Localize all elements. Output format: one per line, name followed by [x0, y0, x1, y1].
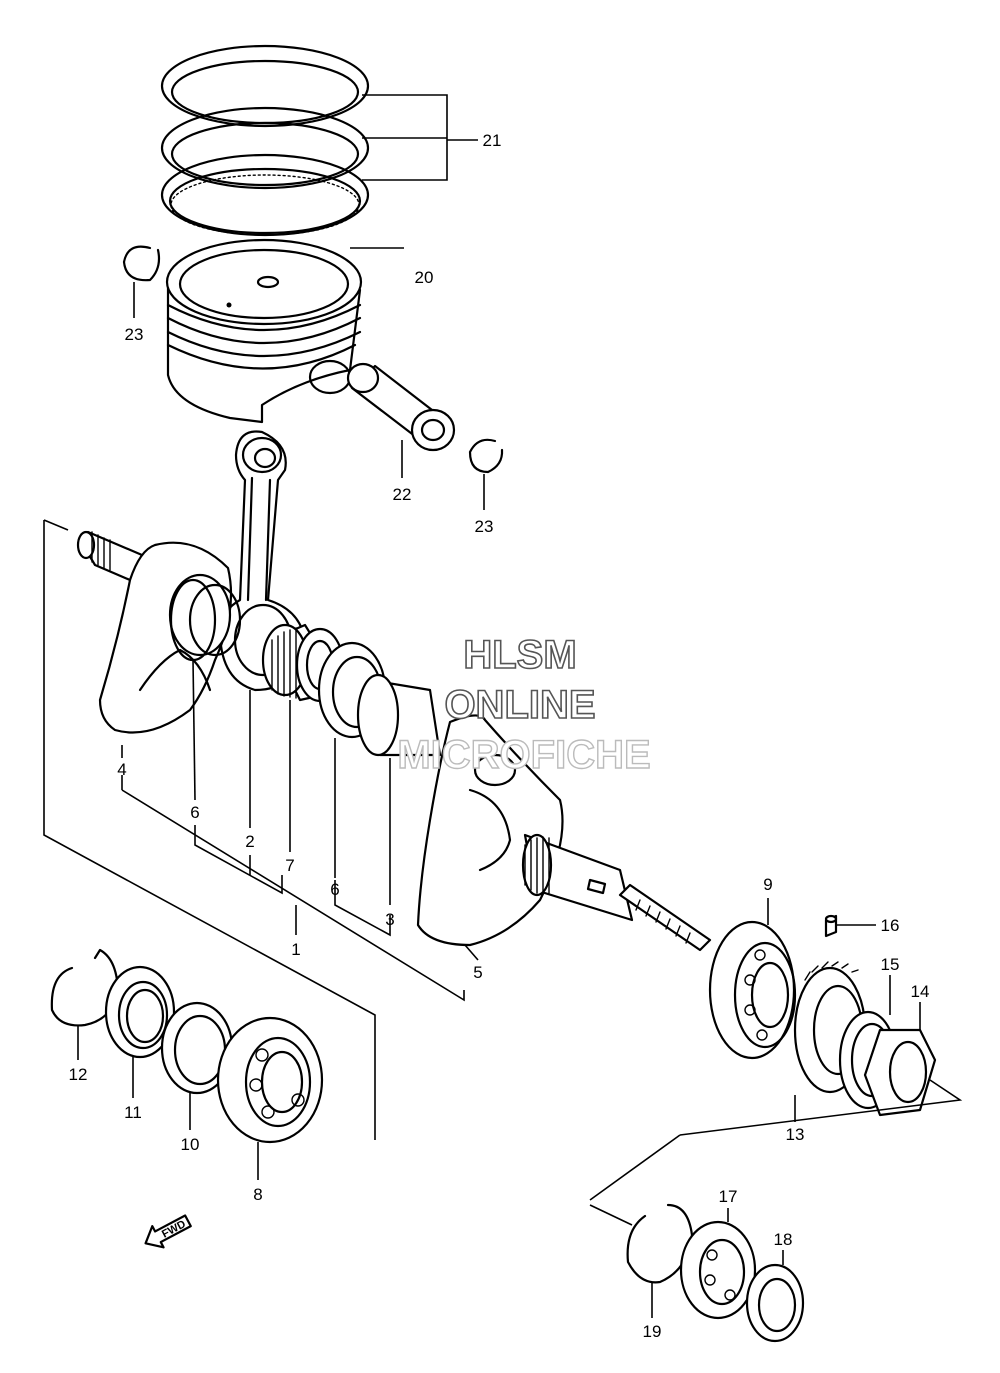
- main-bearing-right: [708, 920, 797, 1060]
- callout-5: 5: [473, 963, 482, 982]
- callout-15: 15: [881, 955, 900, 974]
- callout-11: 11: [124, 1103, 142, 1122]
- callout-7: 7: [285, 856, 294, 875]
- forward-direction-arrow: FWD: [144, 1214, 192, 1249]
- callout-10: 10: [181, 1135, 200, 1154]
- piston-ring-set: [160, 44, 370, 237]
- callout-12: 12: [69, 1065, 88, 1084]
- oil-seal-left: [104, 965, 176, 1059]
- piston: [165, 238, 363, 424]
- crankshaft-nut: [863, 1028, 937, 1117]
- fwd-label: FWD: [160, 1218, 188, 1240]
- callout-2: 2: [245, 832, 254, 851]
- callout-1: 1: [291, 940, 300, 959]
- crankshaft-left-half: [76, 530, 242, 734]
- watermark: HLSM ONLINE MICROFICHE: [397, 632, 652, 778]
- piston-pin-circlip-left: [122, 245, 161, 282]
- circlip-left: [50, 948, 120, 1027]
- callout-13: 13: [786, 1125, 805, 1144]
- callout-labels: 21 20 23 22 23 4 6 2 7 6 3 1 5 9 16 15 1…: [69, 131, 930, 1341]
- watermark-line-2: ONLINE: [444, 683, 595, 727]
- main-bearing-left: [216, 1016, 324, 1144]
- callout-14: 14: [911, 982, 930, 1001]
- callout-6-right: 6: [330, 880, 339, 899]
- crankshaft-right-half: [416, 714, 712, 952]
- callout-4: 4: [117, 760, 126, 779]
- bearing-lower: [679, 1220, 757, 1320]
- crankshaft-key: [824, 914, 838, 938]
- callout-21: 21: [483, 131, 502, 150]
- callout-22: 22: [393, 485, 412, 504]
- assembly-bracket-lines: [43, 94, 963, 1226]
- callout-3: 3: [385, 910, 394, 929]
- oil-seal-lower: [745, 1263, 805, 1343]
- callout-19: 19: [643, 1322, 662, 1341]
- circlip-lower: [626, 1203, 694, 1284]
- callout-20: 20: [415, 268, 434, 287]
- callout-16: 16: [881, 916, 900, 935]
- callout-9: 9: [763, 875, 772, 894]
- leader-lines: [77, 139, 921, 1318]
- callout-18: 18: [774, 1230, 793, 1249]
- callout-17: 17: [719, 1187, 738, 1206]
- callout-6-left: 6: [190, 803, 199, 822]
- piston-pin: [346, 362, 456, 452]
- callout-23-right: 23: [475, 517, 494, 536]
- watermark-line-3: MICROFICHE: [397, 733, 650, 777]
- piston-pin-circlip-right: [468, 438, 504, 474]
- crank-pin: [356, 673, 442, 757]
- callout-8: 8: [253, 1185, 262, 1204]
- callout-23-left: 23: [125, 325, 144, 344]
- watermark-line-1: HLSM: [463, 633, 576, 677]
